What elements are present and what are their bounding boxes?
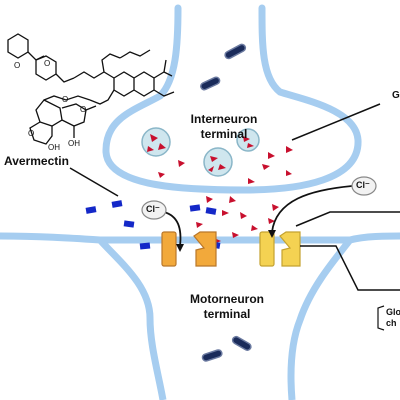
cl-ion-icon [141,200,167,220]
mitochondrion-icon [200,76,221,91]
right-label-top: G [392,90,400,101]
synaptic-vesicle-icon [203,147,233,177]
avermectin-structure-icon [7,33,175,145]
svg-text:O: O [28,129,34,138]
channel-callout-line-lower [300,245,400,291]
chloride-label-right: Cl⁻ [356,180,370,190]
motorneuron-title-line1: Motorneuron [190,292,264,306]
ion-channel-icon [161,231,217,267]
motorneuron-membrane [0,232,167,400]
molecule-atoms: O O O O OH O OH [14,59,86,152]
arrow-head [176,244,184,252]
svg-text:O: O [14,61,20,70]
neurotransmitter-molecules [158,146,293,244]
interneuron-membrane [102,4,362,194]
mitochondrion-icon [231,335,252,351]
synaptic-vesicle-icon [141,127,171,157]
svg-text:O: O [62,95,68,104]
right-label-bottom: Glo ch [386,307,400,329]
ion-channel-icon [259,231,301,267]
svg-text:OH: OH [48,143,60,152]
cl-ion-icon [351,176,377,196]
interneuron-title-line2: terminal [200,127,248,141]
chloride-flow-arrow-left [163,211,182,247]
arrow-head [268,230,276,238]
avermectin-callout-line [69,167,119,197]
svg-text:OH: OH [68,139,80,148]
motorneuron-title-line2: terminal [203,307,251,321]
drug-name-label: Avermectin [4,154,69,168]
interneuron-title: Interneuron terminal [180,112,268,142]
mitochondrion-icon [224,43,247,60]
right-label-bottom-line1: Glo [386,307,400,317]
motorneuron-title: Motorneuron terminal [178,292,276,322]
motorneuron-membrane-right [287,232,400,400]
interneuron-title-line1: Interneuron [190,112,258,126]
synaptic-vesicle-icon [236,128,260,152]
svg-text:O: O [44,59,50,68]
mitochondrion-icon [201,349,223,362]
channel-callout-line [295,211,400,227]
svg-text:O: O [80,105,86,114]
neurotransmitter-callout-line [291,103,381,141]
chloride-flow-arrow-right [271,185,353,233]
right-bracket [377,305,385,331]
chloride-label-left: Cl⁻ [146,204,160,214]
right-label-bottom-line2: ch [386,318,397,328]
